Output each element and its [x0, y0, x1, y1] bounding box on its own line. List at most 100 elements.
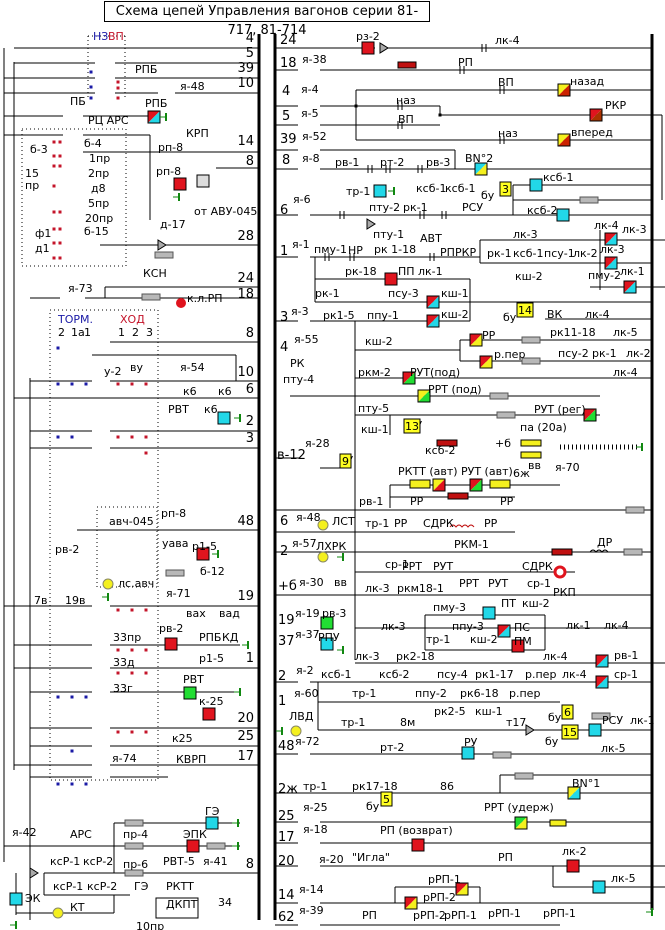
component-label: к6	[218, 385, 232, 398]
component-label: рк2-18	[396, 650, 435, 663]
ground-icon	[337, 646, 344, 654]
lamp-icon	[102, 578, 114, 590]
position-dot	[56, 346, 60, 350]
component-label: 7в	[34, 594, 47, 607]
bu-badge	[561, 704, 574, 720]
component-label: я-25	[303, 801, 328, 814]
component-label: ПБ	[70, 95, 86, 108]
sdrk-motor-icon	[553, 565, 567, 579]
resistor-icon	[496, 411, 516, 419]
relay-rsu-icon	[588, 723, 602, 737]
left-wires	[4, 47, 259, 915]
component-label: бу	[481, 189, 495, 202]
component-label: рк11-18	[550, 326, 596, 339]
ground-icon	[102, 593, 109, 601]
ground-icon	[276, 727, 283, 735]
ground-icon	[232, 819, 239, 827]
wire-number: +б	[278, 579, 297, 594]
component-label: кш-2	[470, 633, 498, 646]
wire-number: 14	[237, 134, 254, 149]
component-label: ппу-2	[415, 687, 447, 700]
bu-badge-number: 3	[502, 183, 509, 196]
ground-icon	[337, 553, 344, 561]
relay-rpu-icon	[320, 637, 334, 651]
position-dot	[52, 154, 56, 158]
component-label: РКМ-1	[454, 538, 489, 551]
junction-dot	[354, 104, 358, 108]
component-label: ркм18-1	[397, 582, 444, 595]
component-label: д8	[91, 182, 106, 195]
wire-number: 4	[280, 340, 288, 355]
component-label: тр-1	[426, 633, 450, 646]
component-label: пр	[25, 179, 39, 192]
component-label: я-70	[555, 461, 580, 474]
component-label: вперед	[571, 126, 613, 139]
component-label: ксб-1	[543, 171, 573, 184]
component-label: ВП	[498, 76, 514, 89]
component-label: к6	[183, 385, 197, 398]
component-label: лк-3	[365, 582, 390, 595]
component-label: 19в	[65, 594, 85, 607]
position-dot	[84, 382, 88, 386]
resistor-icon	[124, 842, 144, 850]
relay-coil-diagonal-icon	[595, 675, 609, 689]
position-dot	[58, 210, 62, 214]
position-dot	[84, 782, 88, 786]
wire-number: 2ж	[278, 782, 298, 797]
component-label: я-19	[295, 607, 320, 620]
relay-coil-diagonal-icon	[604, 256, 618, 270]
ground-icon	[234, 414, 241, 422]
inductor-icon	[449, 524, 475, 528]
component-label: рв-3	[426, 156, 450, 169]
component-label: АВТ	[420, 232, 442, 245]
component-label: 2пр	[88, 167, 109, 180]
component-label: СДРК	[423, 517, 454, 530]
wire-number: 3	[280, 310, 288, 325]
component-label: ксб-1	[513, 247, 543, 260]
component-label: ср-1	[614, 668, 638, 681]
component-label: рв-1	[614, 649, 638, 662]
relay-rvt-icon	[217, 411, 231, 425]
relay-coil-diagonal-icon	[402, 371, 416, 385]
position-dot	[58, 164, 62, 168]
position-dot	[52, 164, 56, 168]
component-label: ф1	[35, 227, 51, 240]
wire-number: 37	[278, 634, 295, 649]
component-label: пму-1	[314, 243, 347, 256]
ground-icon	[160, 113, 167, 121]
wire-number: в-12	[277, 448, 306, 463]
component-label: 1пр	[89, 152, 110, 165]
position-dot	[116, 608, 120, 612]
position-dot	[52, 140, 56, 144]
junction-dot	[650, 261, 654, 265]
wire-number: 18	[237, 287, 254, 302]
component-label: лк-3	[622, 223, 647, 236]
component-label: рв-1	[359, 495, 383, 508]
component-label: АРС	[70, 828, 92, 841]
component-label: РРТ (удерж)	[484, 801, 554, 814]
component-label: я-8	[302, 152, 320, 165]
position-dot	[144, 730, 148, 734]
component-label: РР	[500, 495, 514, 508]
contact-icon	[397, 102, 403, 110]
resistor-icon	[521, 336, 541, 344]
component-label: РК	[290, 357, 305, 370]
position-dot	[130, 730, 134, 734]
component-label: лк-3	[600, 243, 625, 256]
relay-tr1-icon	[373, 184, 387, 198]
relay-lk5-icon	[592, 880, 606, 894]
position-dot	[70, 749, 74, 753]
wire-number: 6	[280, 514, 288, 529]
component-label: ксР-1	[53, 880, 83, 893]
component-label: РЦ АРС	[88, 114, 129, 127]
component-label: РСУ	[602, 714, 623, 727]
position-dot	[56, 695, 60, 699]
wire-number: 17	[278, 830, 295, 845]
bu-badge	[499, 181, 512, 197]
component-label: рп-8	[156, 165, 181, 178]
wire-number: 4	[246, 31, 254, 46]
component-label: вад	[219, 607, 240, 620]
position-dot	[70, 782, 74, 786]
